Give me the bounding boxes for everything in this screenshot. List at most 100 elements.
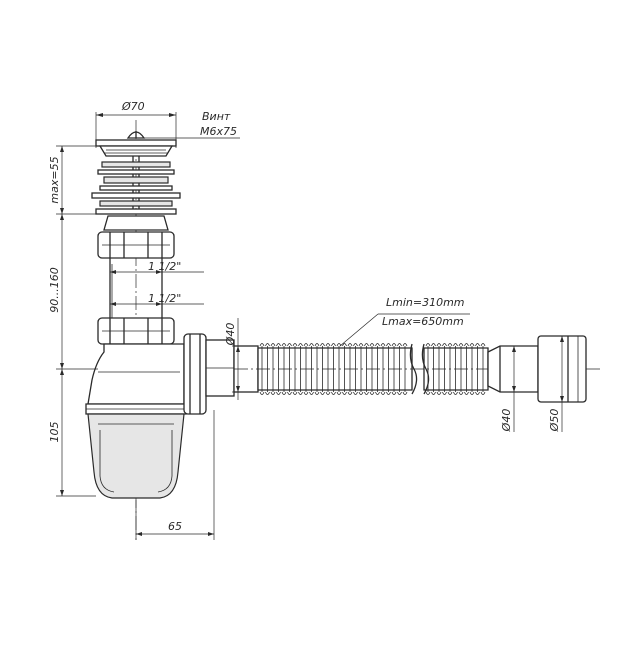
hose-rib-crest bbox=[303, 391, 309, 395]
top-diameter-label: Ø70 bbox=[121, 100, 145, 113]
hose-rib-crest bbox=[375, 343, 380, 347]
hose-rib-crest bbox=[386, 343, 391, 347]
thread-dimension-lower: 1 1/2" bbox=[110, 292, 204, 306]
hose-rib-crest bbox=[292, 343, 298, 347]
hose-rib-crest bbox=[298, 391, 303, 395]
hose-rib-crest bbox=[353, 391, 358, 395]
hose-end-inner-label: Ø40 bbox=[500, 409, 513, 433]
hose-rib-crest bbox=[325, 391, 331, 395]
hose-rib-crest bbox=[281, 343, 287, 347]
hose-rib-crest bbox=[425, 343, 431, 347]
hose-rib-crest bbox=[276, 391, 281, 395]
top-diameter-dimension: Ø70 bbox=[95, 100, 177, 148]
height-dimension-chain: max=55 90...160 105 bbox=[48, 145, 98, 497]
hose-rib-crest bbox=[464, 391, 469, 395]
height-middle-label: 90...160 bbox=[48, 267, 61, 312]
hose-length-callout: Lmin=310mm Lmax=650mm bbox=[339, 296, 470, 347]
hose-rib-crest bbox=[458, 343, 464, 347]
hose-rib-crest bbox=[276, 343, 281, 347]
hose-rib-crest bbox=[480, 343, 486, 347]
hose-rib-crest bbox=[436, 391, 442, 395]
hose-rib-crest bbox=[336, 391, 342, 395]
hose-rib-crest bbox=[391, 343, 397, 347]
hose-rib-crest bbox=[347, 391, 353, 395]
hose-rib-crest bbox=[314, 343, 320, 347]
hose-rib-crest bbox=[453, 391, 458, 395]
hose-rib-crest bbox=[447, 391, 453, 395]
hose-end-outer-dimension: Ø50 bbox=[548, 336, 564, 432]
hose-rib-crest bbox=[331, 391, 336, 395]
hose-rib-crest bbox=[402, 391, 408, 395]
height-top-label: max=55 bbox=[48, 156, 61, 203]
outlet-fitting bbox=[183, 333, 259, 415]
hose-rib-crest bbox=[320, 343, 325, 347]
hose-max-label: Lmax=650mm bbox=[382, 315, 464, 328]
bottle-trap-body bbox=[85, 343, 187, 499]
hose-rib-crest bbox=[447, 343, 453, 347]
hose-rib-crest bbox=[265, 343, 270, 347]
hose-rib-crest bbox=[431, 391, 436, 395]
hose-rib-crest bbox=[397, 391, 402, 395]
hose-rib-crest bbox=[469, 343, 475, 347]
hose-rib-crest bbox=[347, 343, 353, 347]
screw-label: Винт bbox=[202, 110, 231, 123]
hose-rib-crest bbox=[369, 391, 375, 395]
outlet-diameter-label: Ø40 bbox=[224, 323, 237, 347]
hose-rib-crest bbox=[358, 343, 364, 347]
hose-rib-crest bbox=[287, 343, 292, 347]
upper-nut bbox=[97, 215, 175, 259]
hose-rib-crest bbox=[342, 343, 347, 347]
hose-rib-crest bbox=[259, 391, 265, 395]
hose-rib-crest bbox=[380, 343, 386, 347]
hose-end-outer-label: Ø50 bbox=[548, 409, 561, 433]
hose-rib-crest bbox=[325, 343, 331, 347]
hose-rib-crest bbox=[431, 343, 436, 347]
hose-rib-crest bbox=[480, 391, 486, 395]
hose-rib-crest bbox=[453, 343, 458, 347]
hose-rib-crest bbox=[458, 391, 464, 395]
screw-note: Винт М6х75 bbox=[142, 110, 240, 139]
hose-rib-crest bbox=[386, 391, 391, 395]
hose-min-label: Lmin=310mm bbox=[386, 296, 465, 309]
hose-rib-crest bbox=[342, 391, 347, 395]
hose-rib-crest bbox=[397, 343, 402, 347]
hose-rib-crest bbox=[369, 343, 375, 347]
hose-rib-crest bbox=[464, 343, 469, 347]
hose-rib-crest bbox=[436, 343, 442, 347]
height-bottom-label: 105 bbox=[48, 422, 61, 443]
hose-rib-crest bbox=[287, 391, 292, 395]
hose-rib-crest bbox=[303, 343, 309, 347]
offset-width-dimension: 65 bbox=[135, 410, 215, 540]
thread-dimension-upper: 1 1/2" bbox=[110, 260, 204, 274]
hose-rib-crest bbox=[442, 391, 447, 395]
drain-grate-assembly bbox=[91, 131, 181, 215]
hose-rib-crest bbox=[320, 391, 325, 395]
screw-size: М6х75 bbox=[200, 125, 237, 138]
hose-rib-crest bbox=[353, 343, 358, 347]
offset-width-label: 65 bbox=[168, 520, 182, 533]
hose-rib-crest bbox=[425, 391, 431, 395]
hose-rib-crest bbox=[309, 391, 314, 395]
hose-rib-crest bbox=[364, 343, 369, 347]
hose-rib-crest bbox=[259, 343, 265, 347]
hose-end-connector bbox=[487, 335, 587, 403]
hose-rib-crest bbox=[469, 391, 475, 395]
outlet-diameter-dimension: Ø40 bbox=[224, 318, 244, 400]
hose-rib-crest bbox=[331, 343, 336, 347]
hose-rib-crest bbox=[314, 391, 320, 395]
hose-rib-crest bbox=[298, 343, 303, 347]
hose-rib-crest bbox=[475, 343, 480, 347]
hose-rib-crest bbox=[391, 391, 397, 395]
hose-rib-crest bbox=[380, 391, 386, 395]
thread-upper-label: 1 1/2" bbox=[148, 260, 181, 273]
hose-rib-crest bbox=[309, 343, 314, 347]
hose-rib-crest bbox=[358, 391, 364, 395]
hose-rib-crest bbox=[292, 391, 298, 395]
vertical-pipe bbox=[109, 258, 163, 322]
hose-rib-crest bbox=[402, 343, 408, 347]
hose-rib-crest bbox=[475, 391, 480, 395]
hose-rib-crest bbox=[364, 391, 369, 395]
hose-rib-crest bbox=[281, 391, 287, 395]
hose-rib-crest bbox=[270, 391, 276, 395]
